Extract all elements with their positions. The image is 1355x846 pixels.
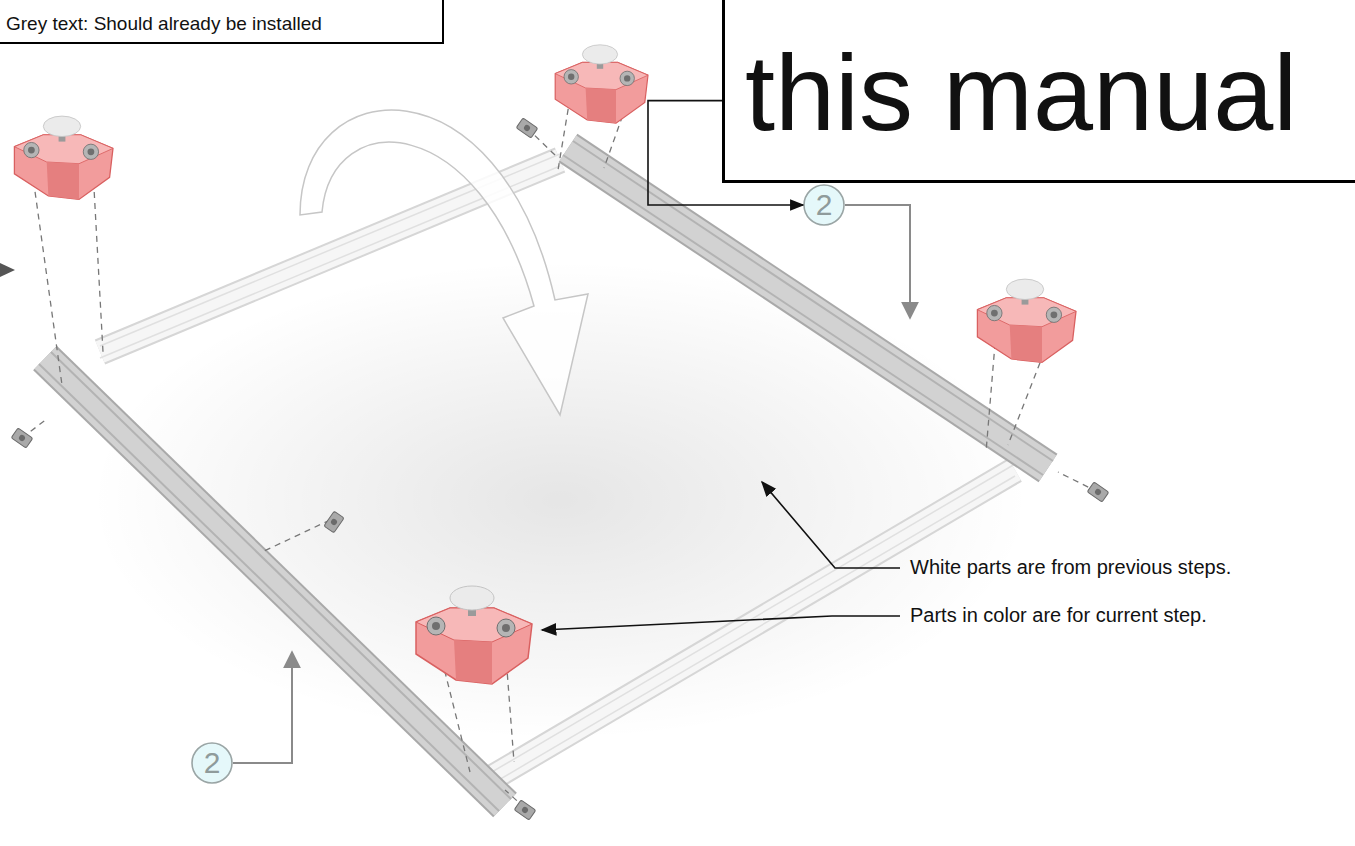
assembly-lines: [22, 95, 1098, 808]
note-box: Grey text: Should already be installed: [0, 0, 444, 44]
leader-line: [762, 482, 900, 568]
t-nut: [324, 511, 344, 533]
rail-slot: [39, 364, 499, 811]
foot-part: [977, 279, 1076, 362]
dashed-line: [558, 98, 570, 170]
box-text: this manual: [745, 39, 1355, 147]
foot-part: [14, 116, 113, 199]
leader-line: [542, 616, 900, 630]
callout-number: 2: [191, 742, 233, 784]
leader-line: [233, 652, 292, 763]
dashed-line: [986, 332, 996, 452]
rail-edge: [480, 470, 1015, 785]
grey-rails: [39, 141, 1053, 811]
callout-text: 2: [803, 184, 845, 226]
title-box: this manual: [722, 0, 1355, 183]
note-label: White parts are from previous steps.: [910, 556, 1231, 579]
callout-circle: [192, 743, 232, 783]
rail-face: [45, 358, 505, 805]
dashed-line: [93, 170, 103, 352]
flip-arrow: [300, 110, 588, 415]
white-rails: [100, 154, 1015, 791]
dashed-line: [262, 520, 330, 552]
box-text: Grey text: Should already be installed: [6, 14, 436, 34]
arrow-head: [0, 263, 15, 277]
t-nut: [1087, 482, 1109, 502]
t-nut: [11, 428, 33, 448]
callout-circle: [804, 185, 844, 225]
rail-slot: [563, 155, 1043, 475]
callout-number: 2: [803, 184, 845, 226]
connector-line: [648, 101, 803, 205]
rail-slot: [51, 352, 511, 799]
t-nut: [516, 118, 538, 138]
rail-slot: [573, 141, 1053, 461]
rail-edge: [568, 148, 1048, 468]
t-nut: [514, 800, 536, 820]
rail-slot: [480, 476, 1015, 791]
rail-face: [480, 470, 1015, 785]
leader-line: [845, 205, 910, 318]
rail-edge: [45, 358, 505, 805]
dashed-line: [32, 170, 62, 385]
rail-face: [568, 148, 1048, 468]
foot-part: [416, 586, 532, 684]
callout-text: 2: [191, 742, 233, 784]
note-label: Parts in color are for current step.: [910, 604, 1207, 627]
foot-part: [555, 45, 648, 123]
